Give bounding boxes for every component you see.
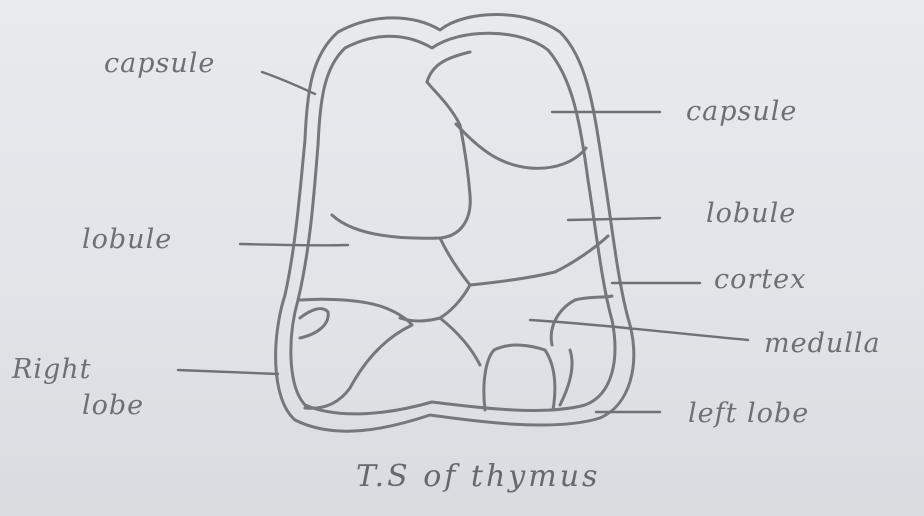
pointer-line-medulla xyxy=(530,320,748,340)
pointer-line-lobule-right xyxy=(568,218,660,220)
lobule-small-left xyxy=(300,309,328,338)
septum-right xyxy=(470,236,608,285)
label-right-lobe-line2: lobe xyxy=(82,392,144,419)
label-lobule-right: lobule xyxy=(706,200,796,227)
lobule-outline-bottom-left xyxy=(305,325,412,408)
label-lobule-left: lobule xyxy=(82,226,172,253)
outer-capsule-outline xyxy=(276,15,634,432)
inner-capsule-outline xyxy=(291,33,615,414)
label-cortex: cortex xyxy=(714,266,806,293)
septum-left xyxy=(300,299,412,325)
label-capsule-right: capsule xyxy=(686,98,797,125)
septum-center xyxy=(400,238,470,321)
pointer-line-capsule-left xyxy=(262,72,315,94)
lobule-right-edge xyxy=(560,350,572,405)
medulla-outline xyxy=(551,296,612,345)
label-left-lobe: left lobe xyxy=(688,400,809,427)
label-capsule-left: capsule xyxy=(104,50,215,77)
pointer-line-lobule-left xyxy=(240,244,348,245)
label-medulla: medulla xyxy=(764,330,881,357)
diagram-caption: T.S of thymus xyxy=(356,462,600,492)
pointer-line-right-lobe xyxy=(178,370,278,374)
lobule-outline-top-left xyxy=(332,82,470,238)
lobule-outline-bottom-right xyxy=(440,318,555,410)
label-right-lobe-line1: Right xyxy=(12,356,92,383)
